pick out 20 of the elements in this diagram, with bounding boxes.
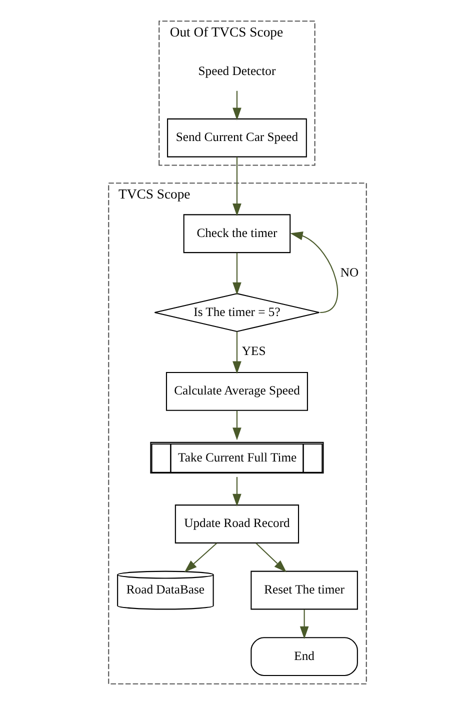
arrow [232, 252, 241, 295]
arrow [232, 332, 241, 374]
node-box: Send Current Car Speed [166, 118, 306, 158]
arrow [232, 157, 241, 216]
arrow [255, 542, 286, 572]
arrow [232, 476, 241, 506]
node-text: Speed Detector [198, 64, 276, 78]
arrow [232, 410, 241, 440]
node-box: End [250, 637, 358, 676]
edge-label: YES [241, 344, 266, 358]
node-box: Calculate Average Speed [165, 372, 308, 411]
node-box: Reset The timer [250, 570, 358, 610]
node-diamond: Is The timer = 5? [154, 293, 320, 332]
arrow [290, 231, 338, 314]
arrow [299, 610, 308, 640]
node-box: Update Road Record [174, 504, 299, 544]
node-box: Check the timer [182, 214, 290, 254]
edge-label: NO [340, 265, 358, 280]
arrow [184, 542, 217, 572]
arrow [232, 90, 241, 120]
